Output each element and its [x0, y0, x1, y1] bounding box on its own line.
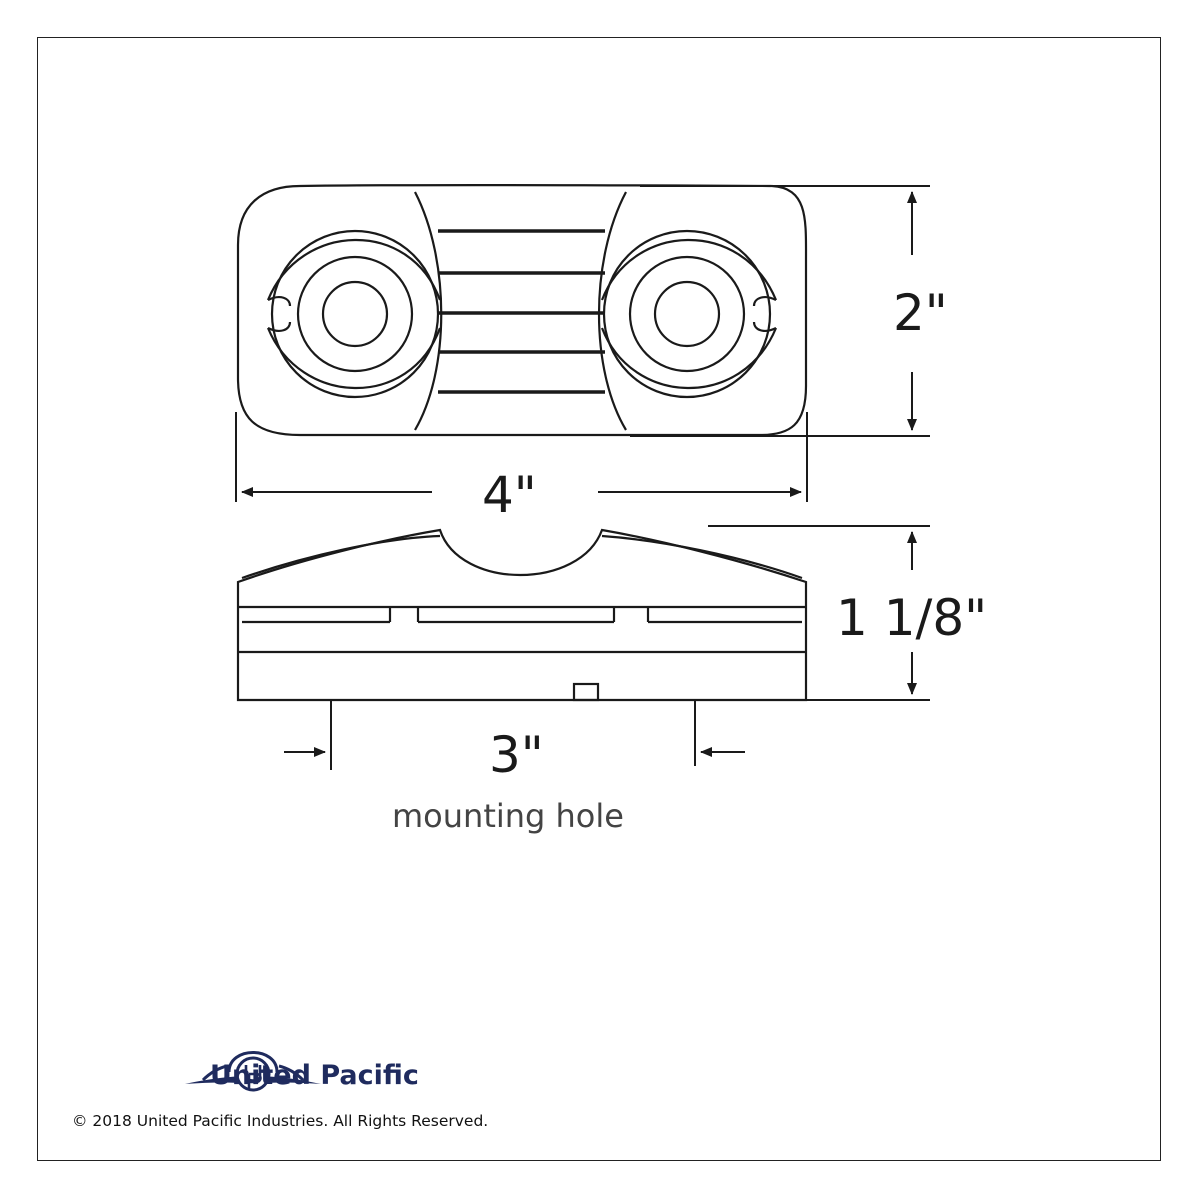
copyright-notice: © 2018 United Pacific Industries. All Ri…: [72, 1112, 489, 1130]
lamp-housing-outline: [236, 184, 808, 437]
height-dimension-label: 2": [893, 284, 948, 342]
depth-dimension-label: 1 1/8": [836, 589, 988, 647]
top-view: [236, 184, 808, 437]
left-lens: [266, 229, 442, 399]
mounting-hole-caption: mounting hole: [392, 797, 624, 835]
width-dimension: [235, 412, 808, 502]
right-lens: [600, 229, 778, 399]
center-ribs: [438, 229, 605, 394]
height-dimension: [630, 185, 930, 437]
depth-dimension: [708, 525, 930, 701]
side-view: [236, 528, 808, 702]
image-frame: [37, 37, 1161, 1161]
united-pacific-logo-icon: [185, 1051, 321, 1092]
mounting-hole-dimension-label: 3": [489, 726, 544, 784]
width-dimension-label: 4": [482, 466, 537, 524]
mounting-hole-dimension: [284, 700, 745, 770]
brand-name: United Pacific: [210, 1060, 419, 1091]
mounting-tab: [572, 682, 600, 702]
